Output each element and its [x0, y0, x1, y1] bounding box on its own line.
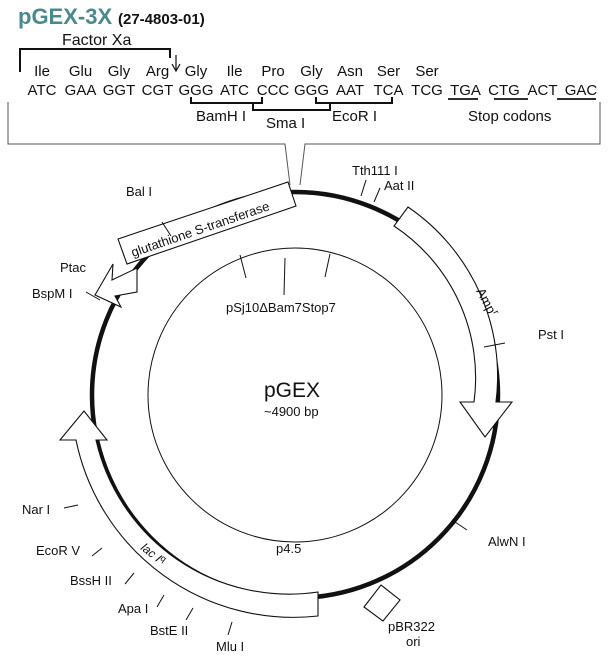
codon: ATC: [28, 82, 57, 99]
amino-acid: Pro: [261, 63, 284, 80]
ecori-bracket: [315, 97, 393, 104]
amino-acid: Gly: [185, 63, 208, 80]
ampr-gene-arrow: [393, 206, 514, 438]
codon: GAC: [565, 82, 598, 99]
amino-acid-row: Ile Glu Gly Arg Gly Ile Pro Gly Asn Ser Ser: [34, 63, 439, 80]
alwni-label: AlwN I: [488, 534, 526, 549]
psti-label: Pst I: [538, 327, 564, 342]
factor-xa-bracket: [19, 48, 171, 72]
smai-label: Sma I: [266, 115, 305, 132]
bamhi-label: BamH I: [196, 108, 246, 125]
bali-label: Bal I: [126, 184, 152, 199]
gst-gene-box: [117, 181, 297, 265]
amino-acid: Gly: [300, 63, 323, 80]
amino-acid: Ser: [415, 63, 438, 80]
codon: GGG: [178, 82, 213, 99]
ptac-promoter-arrow: [94, 263, 138, 309]
ptac-label: Ptac: [60, 260, 87, 275]
amino-acid: Ser: [377, 63, 400, 80]
bspmi-label: BspM I: [32, 286, 72, 301]
amino-acid: Arg: [146, 63, 169, 80]
amino-acid: Asn: [337, 63, 363, 80]
ecori-site-label: EcoR I: [332, 108, 377, 125]
amino-acid: Ile: [34, 63, 50, 80]
inner-fragment-label: pSj10ΔBam7Stop7: [226, 300, 336, 315]
cleavage-arrow-icon: [171, 55, 181, 73]
bsshii-label: BssH II: [70, 573, 112, 588]
codon: GAA: [65, 82, 97, 99]
ori-box: [363, 584, 401, 622]
codon: CGT: [142, 82, 174, 99]
factor-xa-label: Factor Xa: [62, 32, 131, 49]
stop-codons-label: Stop codons: [468, 108, 551, 125]
amino-acid: Ile: [227, 63, 243, 80]
aatii-label: Aat II: [384, 178, 414, 193]
tth111i-label: Tth111 I: [352, 163, 398, 178]
vector-name: pGEX-3X: [18, 4, 112, 29]
sequence-bracket: [7, 102, 601, 186]
laci-gene-arrow: [58, 410, 319, 618]
ori-label-line2: ori: [406, 634, 421, 649]
nari-label: Nar I: [22, 502, 50, 517]
codon: ATC: [220, 82, 249, 99]
plasmid-name: pGEX: [264, 379, 320, 402]
codon: TCG: [411, 82, 443, 99]
amino-acid: Gly: [108, 63, 131, 80]
smai-bracket: [252, 103, 331, 111]
codon: GGG: [294, 82, 329, 99]
plasmid-inner-circle: [147, 247, 443, 543]
amino-acid: Glu: [69, 63, 92, 80]
mlui-label: Mlu I: [216, 639, 244, 654]
p45-label: p4.5: [276, 541, 301, 556]
restriction-ticks: [63, 179, 506, 636]
bsteii-label: BstE II: [150, 623, 188, 638]
apai-label: Apa I: [118, 601, 148, 616]
codon: CTG: [488, 82, 520, 99]
ori-label: pBR322 ori: [388, 619, 439, 649]
catalog-number: (27-4803-01): [118, 11, 205, 28]
codon: AAT: [336, 82, 364, 99]
codon: ACT: [528, 82, 558, 99]
codon: TCA: [374, 82, 404, 99]
ecorv-label: EcoR V: [36, 543, 80, 558]
bamhi-bracket: [190, 97, 263, 104]
codon: TGA: [450, 82, 481, 99]
codon: GGT: [103, 82, 136, 99]
plasmid-size: ~4900 bp: [264, 404, 319, 419]
ori-label-line1: pBR322: [388, 619, 435, 634]
codon: CCC: [257, 82, 290, 99]
